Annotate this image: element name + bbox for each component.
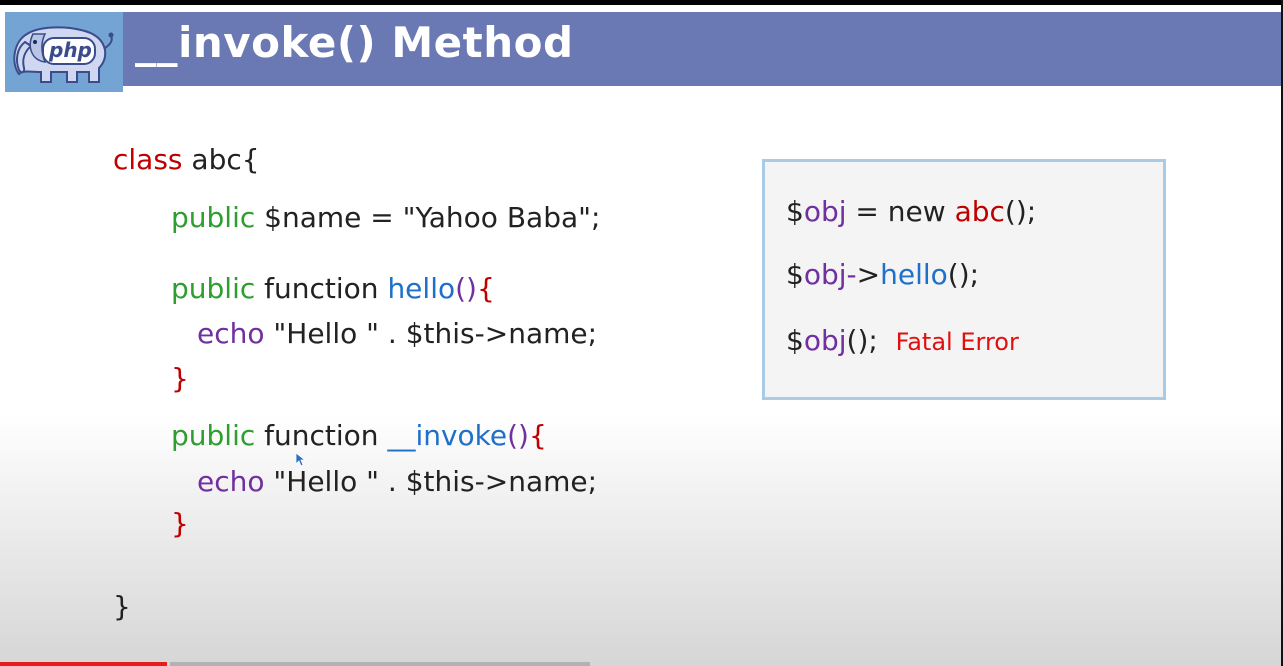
php-logo: php: [5, 12, 123, 92]
code-keyword: public: [171, 272, 256, 305]
code-text: ();: [947, 258, 980, 291]
code-line-3: public function hello(){: [171, 272, 495, 305]
code-arrow: >: [856, 258, 881, 291]
code-variable: obj-: [803, 258, 857, 291]
code-function-name: __invoke: [387, 419, 508, 452]
code-class-name: abc: [954, 195, 1005, 228]
window-right-edge: [1281, 0, 1283, 666]
code-text: "Hello " . $this->name;: [264, 465, 598, 498]
code-dollar: $: [786, 324, 804, 357]
code-text: function: [255, 272, 388, 305]
video-progress-bar[interactable]: [0, 662, 167, 666]
code-brace: {: [476, 272, 495, 305]
code-text: = new: [846, 195, 955, 228]
code-text: ();: [846, 324, 878, 357]
code-variable: obj: [803, 324, 847, 357]
fatal-error-label: Fatal Error: [895, 328, 1019, 356]
code-text: function: [255, 419, 388, 452]
code-text: ();: [1004, 195, 1037, 228]
video-progress-buffer[interactable]: [170, 662, 590, 666]
code-line-6: public function __invoke(){: [171, 419, 547, 452]
code-line-8: }: [171, 507, 189, 540]
code-text: $name = "Yahoo Baba";: [255, 201, 601, 234]
code-keyword: echo: [197, 317, 265, 350]
code-line-1: class abc{: [113, 143, 260, 176]
code-function-name: hello: [387, 272, 456, 305]
window-top-edge: [0, 0, 1283, 5]
code-parens: (): [507, 419, 529, 452]
slide-title: __invoke() Method: [135, 18, 574, 67]
code-text: "Hello " . $this->name;: [264, 317, 598, 350]
code-dollar: $: [786, 258, 804, 291]
code-line-9: }: [113, 590, 131, 623]
output-box: $obj = new abc(); $obj->hello(); $obj();…: [762, 159, 1166, 400]
code-line-4: echo "Hello " . $this->name;: [197, 317, 597, 350]
code-parens: (): [455, 272, 477, 305]
mouse-cursor-icon: [296, 453, 306, 467]
title-bar: __invoke() Method: [123, 12, 1281, 86]
output-line-3: $obj(); Fatal Error: [786, 324, 1019, 357]
code-line-2: public $name = "Yahoo Baba";: [171, 201, 600, 234]
code-keyword: public: [171, 201, 256, 234]
code-text: abc{: [182, 143, 260, 176]
code-method-name: hello: [880, 258, 948, 291]
code-keyword: class: [113, 143, 183, 176]
slide: php __invoke() Method class abc{ public …: [0, 5, 1281, 666]
code-keyword: public: [171, 419, 256, 452]
output-line-2: $obj->hello();: [786, 258, 979, 291]
code-line-5: }: [171, 362, 189, 395]
code-variable: obj: [803, 195, 847, 228]
php-logo-text: php: [49, 38, 92, 62]
php-elephant-icon: [13, 26, 114, 83]
code-line-7: echo "Hello " . $this->name;: [197, 465, 597, 498]
code-dollar: $: [786, 195, 804, 228]
code-keyword: echo: [197, 465, 265, 498]
output-line-1: $obj = new abc();: [786, 195, 1036, 228]
code-brace: {: [528, 419, 547, 452]
